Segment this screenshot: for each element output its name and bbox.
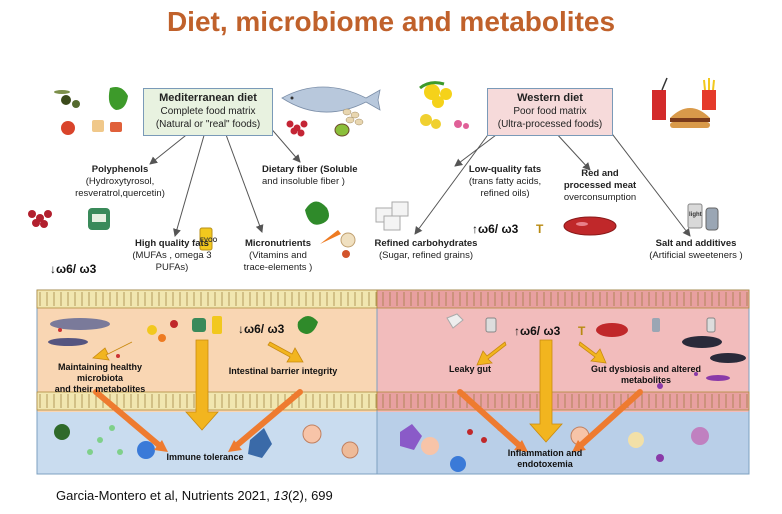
dysbiosis-label: Gut dysbiosis and altered metabolites: [586, 364, 706, 386]
mediterranean-title: Mediterranean diet: [159, 92, 257, 104]
western-title: Western diet: [517, 92, 583, 104]
maintaining-line2: and their metabolites: [54, 384, 146, 394]
polyphenols-label: Polyphenols (Hydroxytyrosol, resveratrol…: [50, 164, 190, 200]
western-diet-box: Western diet Poor food matrix (Ultra-pro…: [487, 88, 613, 136]
mediterranean-line2: (Natural or "real" foods): [155, 119, 261, 130]
light-can-icon: [687, 203, 703, 229]
yellow-arrows: [92, 339, 607, 443]
polyphenols-line2: resveratrol,quercetin): [75, 188, 165, 199]
salt-title: Salt and additives: [655, 238, 737, 249]
red-meat-icon: [563, 216, 617, 236]
micronutrients-label: Micronutrients (Vitamins and trace-eleme…: [236, 238, 320, 274]
nuts-icon: [342, 108, 364, 126]
citation-rest: (2), 699: [287, 488, 333, 503]
red-meat-line1: overconsumption: [563, 192, 637, 203]
refined-carbs-label: Refined carbohydrates (Sugar, refined gr…: [364, 238, 488, 262]
light-tag: light: [689, 212, 702, 218]
broccoli-icon: [305, 201, 329, 225]
fiber-line1: Dietary fiber (Soluble: [262, 164, 358, 175]
olive-icon: [61, 95, 71, 105]
citation-volume: 13: [273, 488, 288, 503]
tomato-icon: [61, 121, 75, 135]
polyphenols-title: Polyphenols: [91, 164, 149, 175]
maintaining-label: Maintaining healthy microbiota and their…: [38, 362, 162, 395]
hq-fats-label: High quality fats (MUFAs , omega 3 PUFAs…: [122, 238, 222, 274]
gut-icons: [48, 313, 746, 472]
candy-icon: [420, 114, 441, 129]
fries-icon: [702, 90, 716, 110]
villi-lines: [39, 292, 748, 408]
salt-shaker-icon: [705, 207, 719, 231]
western-line1: Poor food matrix: [513, 106, 587, 117]
ratio-gut-left: ↓ω6/ ω3: [238, 322, 285, 336]
micronutrients-title: Micronutrients: [245, 238, 311, 249]
polyphenols-line1: (Hydroxytyrosol,: [85, 176, 155, 187]
red-meat-title1: Red and: [581, 168, 619, 179]
leaky-label: Leaky gut: [448, 364, 491, 374]
t-mark-gut: T: [578, 324, 586, 338]
hq-fats-line1: (MUFAs , omega 3: [132, 250, 212, 261]
soda-cup-icon: [652, 90, 666, 120]
inflammation-line1: Inflammation and: [507, 448, 583, 458]
beans-icon: [286, 120, 308, 137]
maintaining-line1: Maintaining healthy microbiota: [57, 362, 142, 383]
western-line2: (Ultra-processed foods): [497, 119, 603, 130]
micronutrients-line2: trace-elements ): [243, 262, 313, 273]
immune-label: Immune tolerance: [166, 452, 244, 462]
burger-icon: [670, 108, 710, 118]
corn-icon: [424, 84, 452, 108]
red-meat-title2: processed meat: [563, 180, 637, 191]
hq-fats-title: High quality fats: [135, 238, 209, 249]
inflammation-label: Inflammation and endotoxemia: [500, 448, 590, 470]
hq-fats-line2: PUFAs): [155, 262, 189, 273]
ratio-left: ↓ω6/ ω3: [50, 262, 97, 276]
citation-authors: Garcia-Montero et al, Nutrients 2021,: [56, 488, 274, 503]
salt-label: Salt and additives (Artificial sweetener…: [638, 238, 754, 262]
kiwi-icon: [334, 123, 350, 137]
mediterranean-diet-box: Mediterranean diet Complete food matrix …: [143, 88, 273, 136]
sugar-cubes-icon: [375, 201, 409, 231]
t-mark-top: T: [536, 222, 544, 236]
fiber-label: Dietary fiber (Soluble and insoluble fib…: [262, 164, 392, 188]
pepper-icon: [108, 87, 128, 110]
bread-icon: [92, 120, 104, 132]
grapes-icon: [28, 210, 52, 228]
salt-line1: (Artificial sweeteners ): [649, 250, 743, 261]
connector-arrows: [149, 117, 691, 237]
dysbiosis-line1: Gut dysbiosis and altered: [590, 364, 702, 374]
carrot-icon: [320, 230, 341, 244]
orange-arrows: [93, 389, 643, 449]
ratio-gut-right: ↑ω6/ ω3: [514, 324, 561, 338]
fiber-line2: and insoluble fiber ): [262, 176, 345, 187]
food-icons: [28, 77, 719, 258]
refined-carbs-line1: (Sugar, refined grains): [379, 250, 473, 261]
dysbiosis-line2: metabolites: [620, 375, 671, 385]
lq-fats-title: Low-quality fats: [468, 164, 542, 175]
barrier-label: Intestinal barrier integrity: [228, 366, 338, 376]
ratio-mid: ↑ω6/ ω3: [472, 222, 519, 236]
inflammation-line2: endotoxemia: [517, 459, 573, 469]
lq-fats-line2: refined oils): [480, 188, 530, 199]
right-blood-panel: [377, 412, 749, 474]
evoo-tag: EVOO: [200, 238, 218, 244]
micronutrients-line1: (Vitamins and: [249, 250, 307, 261]
evoo-bottle-icon: [199, 227, 213, 251]
fish-icon: [281, 86, 381, 113]
lq-fats-line1: (trans fatty acids,: [468, 176, 542, 187]
citation: Garcia-Montero et al, Nutrients 2021, 13…: [56, 488, 333, 503]
lq-fats-label: Low-quality fats (trans fatty acids, ref…: [450, 164, 560, 200]
mediterranean-line1: Complete food matrix: [160, 106, 256, 117]
red-meat-label: Red and processed meat overconsumption: [560, 168, 640, 204]
page-title: Diet, microbiome and metabolites: [166, 6, 616, 37]
refined-carbs-title: Refined carbohydrates: [374, 238, 478, 249]
